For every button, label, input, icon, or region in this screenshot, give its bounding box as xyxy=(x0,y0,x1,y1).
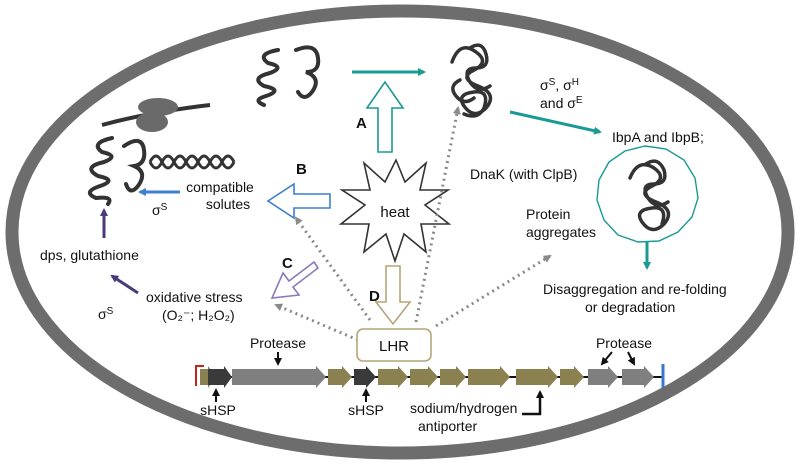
dnak-label: DnaK (with ClpB) xyxy=(470,166,577,182)
protein-coil-icon xyxy=(256,45,321,107)
lhr-gene-cluster xyxy=(195,364,665,388)
arrow-d xyxy=(374,265,412,326)
label-d: D xyxy=(369,288,380,305)
dna-helix-icon xyxy=(148,154,236,170)
ros-label: (O₂⁻; H₂O₂) xyxy=(162,307,235,323)
antiporter-bracket xyxy=(522,390,544,416)
lhr-label: LHR xyxy=(379,338,409,355)
lhr-box xyxy=(356,328,432,362)
degradation-label: or degradation xyxy=(585,299,675,315)
aggregates-label: aggregates xyxy=(526,224,596,240)
protease-right-arrow-2 xyxy=(627,351,635,366)
lhr-to-aggregates-arrow xyxy=(435,254,552,328)
dps-label: dps, glutathione xyxy=(40,247,139,263)
arrow-c xyxy=(270,260,320,299)
misfolded-protein-icon xyxy=(450,43,493,118)
heat-label: heat xyxy=(380,204,410,221)
oxidative-arrow xyxy=(110,274,139,295)
chaperone-arrow xyxy=(509,110,602,135)
antiporter-label-2: antiporter xyxy=(418,418,477,434)
solutes-label: solutes xyxy=(206,196,250,212)
protease-right-arrow-1 xyxy=(600,351,613,366)
ribosome-icon xyxy=(101,98,211,132)
sigma-s-oxidative: σS xyxy=(98,306,114,323)
heat-burst-icon xyxy=(338,158,452,264)
protease-label-left: Protease xyxy=(250,335,306,351)
antiporter-label-1: sodium/hydrogen xyxy=(410,400,517,416)
arrow-a xyxy=(365,80,405,153)
label-a: A xyxy=(356,115,367,132)
shsp-label-left: sHSP xyxy=(200,402,236,418)
compatible-label: compatible xyxy=(186,179,254,195)
label-b: B xyxy=(296,161,307,178)
sigma-factors-row1: σS, σH xyxy=(540,77,579,94)
sigma-s-solutes: σS xyxy=(152,202,168,219)
oxidative-label: oxidative stress xyxy=(146,289,242,305)
arrow-b xyxy=(266,182,331,220)
protein-label: Protein xyxy=(526,206,570,222)
misfolded-protein-icon xyxy=(628,159,671,232)
disaggregation-label: Disaggregation and re-folding xyxy=(543,281,727,297)
label-c: C xyxy=(282,255,293,272)
protein-coil-icon xyxy=(88,136,147,206)
lhr-to-protein-arrow xyxy=(414,106,461,323)
shsp-label-mid: sHSP xyxy=(348,402,384,418)
protease-label-right: Protease xyxy=(596,335,652,351)
ibpab-label: IbpA and IbpB; xyxy=(612,129,704,145)
sigma-factors-row2: and σE xyxy=(540,95,583,112)
